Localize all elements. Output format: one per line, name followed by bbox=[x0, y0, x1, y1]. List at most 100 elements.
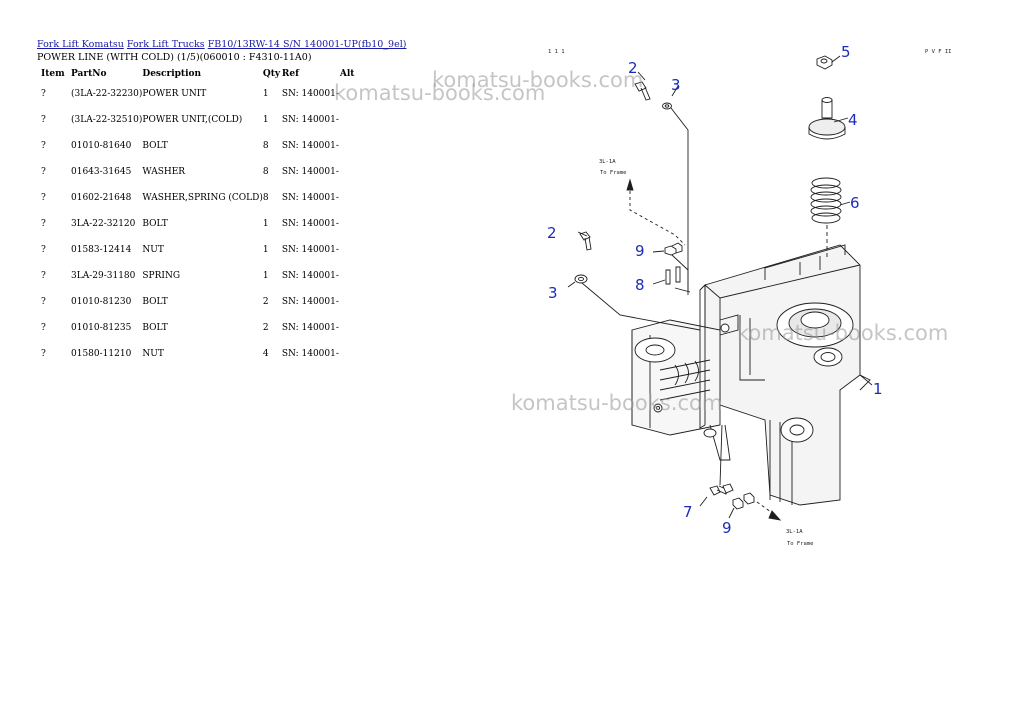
cell-qty: 8 bbox=[262, 167, 269, 177]
callout-1: 1 bbox=[873, 380, 883, 398]
cell-ref: SN: 140001- bbox=[281, 271, 339, 281]
note-top-line2: To Frame bbox=[600, 170, 627, 176]
cell-ref: SN: 140001- bbox=[281, 349, 339, 359]
cell-partno: 01602-21648 bbox=[71, 193, 132, 203]
cell-partno: 01580-11210 bbox=[71, 349, 132, 359]
cell-item: ? bbox=[41, 89, 46, 99]
cell-alt bbox=[340, 81, 370, 107]
cell-alt bbox=[340, 159, 370, 185]
cell-item: ? bbox=[41, 115, 46, 125]
cell-alt bbox=[340, 315, 370, 341]
pin-part-drawing bbox=[665, 266, 681, 285]
callout-2-top: 2 bbox=[628, 59, 638, 77]
spring-part-drawing bbox=[810, 177, 842, 224]
callout-8: 8 bbox=[635, 276, 645, 294]
table-header-row: Item PartNo Description Qty Ref Alt bbox=[37, 64, 370, 81]
cell-ref: SN: 140001- bbox=[281, 297, 339, 307]
cell-item: ? bbox=[41, 193, 46, 203]
cell-qty: 1 bbox=[262, 245, 269, 255]
cell-qty: 1 bbox=[262, 89, 269, 99]
cell-description: NUT bbox=[142, 349, 164, 359]
cell-partno: 01010-81230 bbox=[71, 297, 132, 307]
cell-alt bbox=[340, 263, 370, 289]
table-row: ? 01580-11210 NUT 4 SN: 140001- bbox=[37, 341, 370, 367]
cell-item: ? bbox=[41, 271, 46, 281]
breadcrumb-link-fork-lift-trucks[interactable]: Fork Lift Trucks bbox=[126, 39, 205, 50]
cell-partno: 3LA-22-32120 bbox=[71, 219, 136, 229]
cell-item: ? bbox=[41, 219, 46, 229]
cell-item: ? bbox=[41, 245, 46, 255]
cell-ref: SN: 140001- bbox=[281, 323, 339, 333]
cell-description: POWER UNIT,(COLD) bbox=[142, 115, 243, 125]
cell-alt bbox=[340, 185, 370, 211]
cell-alt bbox=[340, 341, 370, 367]
callout-3-top: 3 bbox=[671, 76, 681, 94]
cell-alt bbox=[340, 289, 370, 315]
table-row: ? (3LA-22-32230)POWER UNIT 1 SN: 140001- bbox=[37, 81, 370, 107]
table-row: ? 3LA-22-32120 BOLT 1 SN: 140001- bbox=[37, 211, 370, 237]
cell-description: BOLT bbox=[142, 297, 168, 307]
cell-description: WASHER bbox=[142, 167, 186, 177]
cell-description: WASHER,SPRING (COLD) bbox=[142, 193, 263, 203]
breadcrumb-link-fork-lift-komatsu[interactable]: Fork Lift Komatsu bbox=[37, 39, 124, 50]
cell-ref: SN: 140001- bbox=[281, 219, 339, 229]
cell-qty: 8 bbox=[262, 141, 269, 151]
column-header-description: Description bbox=[142, 68, 202, 79]
bolt-part-drawing bbox=[634, 81, 651, 101]
cell-alt bbox=[340, 237, 370, 263]
column-header-partno: PartNo bbox=[71, 68, 107, 79]
cell-partno: 3LA-29-31180 bbox=[71, 271, 136, 281]
cell-ref: SN: 140001- bbox=[281, 89, 339, 99]
parts-table: Item PartNo Description Qty Ref Alt ? (3L… bbox=[37, 64, 370, 367]
cell-item: ? bbox=[41, 141, 46, 151]
cell-item: ? bbox=[41, 167, 46, 177]
cell-description: BOLT bbox=[142, 219, 168, 229]
stud-part-drawing bbox=[808, 97, 846, 140]
bolt-part-drawing-3 bbox=[709, 483, 734, 496]
cell-partno: 01643-31645 bbox=[71, 167, 132, 177]
cell-alt bbox=[340, 133, 370, 159]
cell-description: NUT bbox=[142, 245, 164, 255]
column-header-ref: Ref bbox=[281, 68, 299, 79]
cell-ref: SN: 140001- bbox=[281, 141, 339, 151]
cell-qty: 4 bbox=[262, 349, 269, 359]
note-bottom-line1: 3L-1A bbox=[786, 529, 803, 535]
callout-3-mid: 3 bbox=[548, 284, 558, 302]
cell-description: BOLT bbox=[142, 323, 168, 333]
washer-part-drawing-2 bbox=[574, 274, 588, 284]
cell-item: ? bbox=[41, 297, 46, 307]
column-header-item: Item bbox=[41, 68, 65, 79]
diagram-corner-mark: P V F II bbox=[925, 49, 952, 55]
cell-partno: 01010-81235 bbox=[71, 323, 132, 333]
callout-4: 4 bbox=[848, 111, 858, 129]
table-row: ? 01010-81230 BOLT 2 SN: 140001- bbox=[37, 289, 370, 315]
table-row: ? 01583-12414 NUT 1 SN: 140001- bbox=[37, 237, 370, 263]
cell-qty: 2 bbox=[262, 297, 269, 307]
note-top-line1: 3L-1A bbox=[599, 159, 616, 165]
breadcrumb-link-model[interactable]: FB10/13RW-14 S/N 140001-UP(fb10_9el) bbox=[207, 39, 407, 50]
nut-part-drawing bbox=[816, 55, 833, 70]
cell-partno: 01583-12414 bbox=[71, 245, 132, 255]
cell-description: POWER UNIT bbox=[142, 89, 207, 99]
cell-qty: 8 bbox=[262, 193, 269, 203]
callout-7: 7 bbox=[683, 503, 693, 521]
cell-qty: 1 bbox=[262, 219, 269, 229]
callout-2-mid: 2 bbox=[547, 224, 557, 242]
cell-ref: SN: 140001- bbox=[281, 115, 339, 125]
breadcrumb: Fork Lift Komatsu Fork Lift Trucks FB10/… bbox=[37, 39, 406, 50]
page-title: POWER LINE (WITH COLD) (1/5)(060010 : F4… bbox=[37, 52, 312, 63]
nut-part-drawing-3 bbox=[732, 492, 755, 510]
cell-partno: (3LA-22-32230) bbox=[71, 89, 143, 99]
power-unit-drawing bbox=[631, 244, 871, 506]
cell-description: BOLT bbox=[142, 141, 168, 151]
cell-qty: 1 bbox=[262, 115, 269, 125]
cell-ref: SN: 140001- bbox=[281, 245, 339, 255]
cell-item: ? bbox=[41, 349, 46, 359]
column-header-alt: Alt bbox=[339, 68, 355, 79]
cell-alt bbox=[340, 211, 370, 237]
cell-description: SPRING bbox=[142, 271, 181, 281]
parts-diagram: 2 3 5 4 6 1 2 3 9 8 7 9 1 1 1 P V F II 3… bbox=[547, 43, 952, 547]
